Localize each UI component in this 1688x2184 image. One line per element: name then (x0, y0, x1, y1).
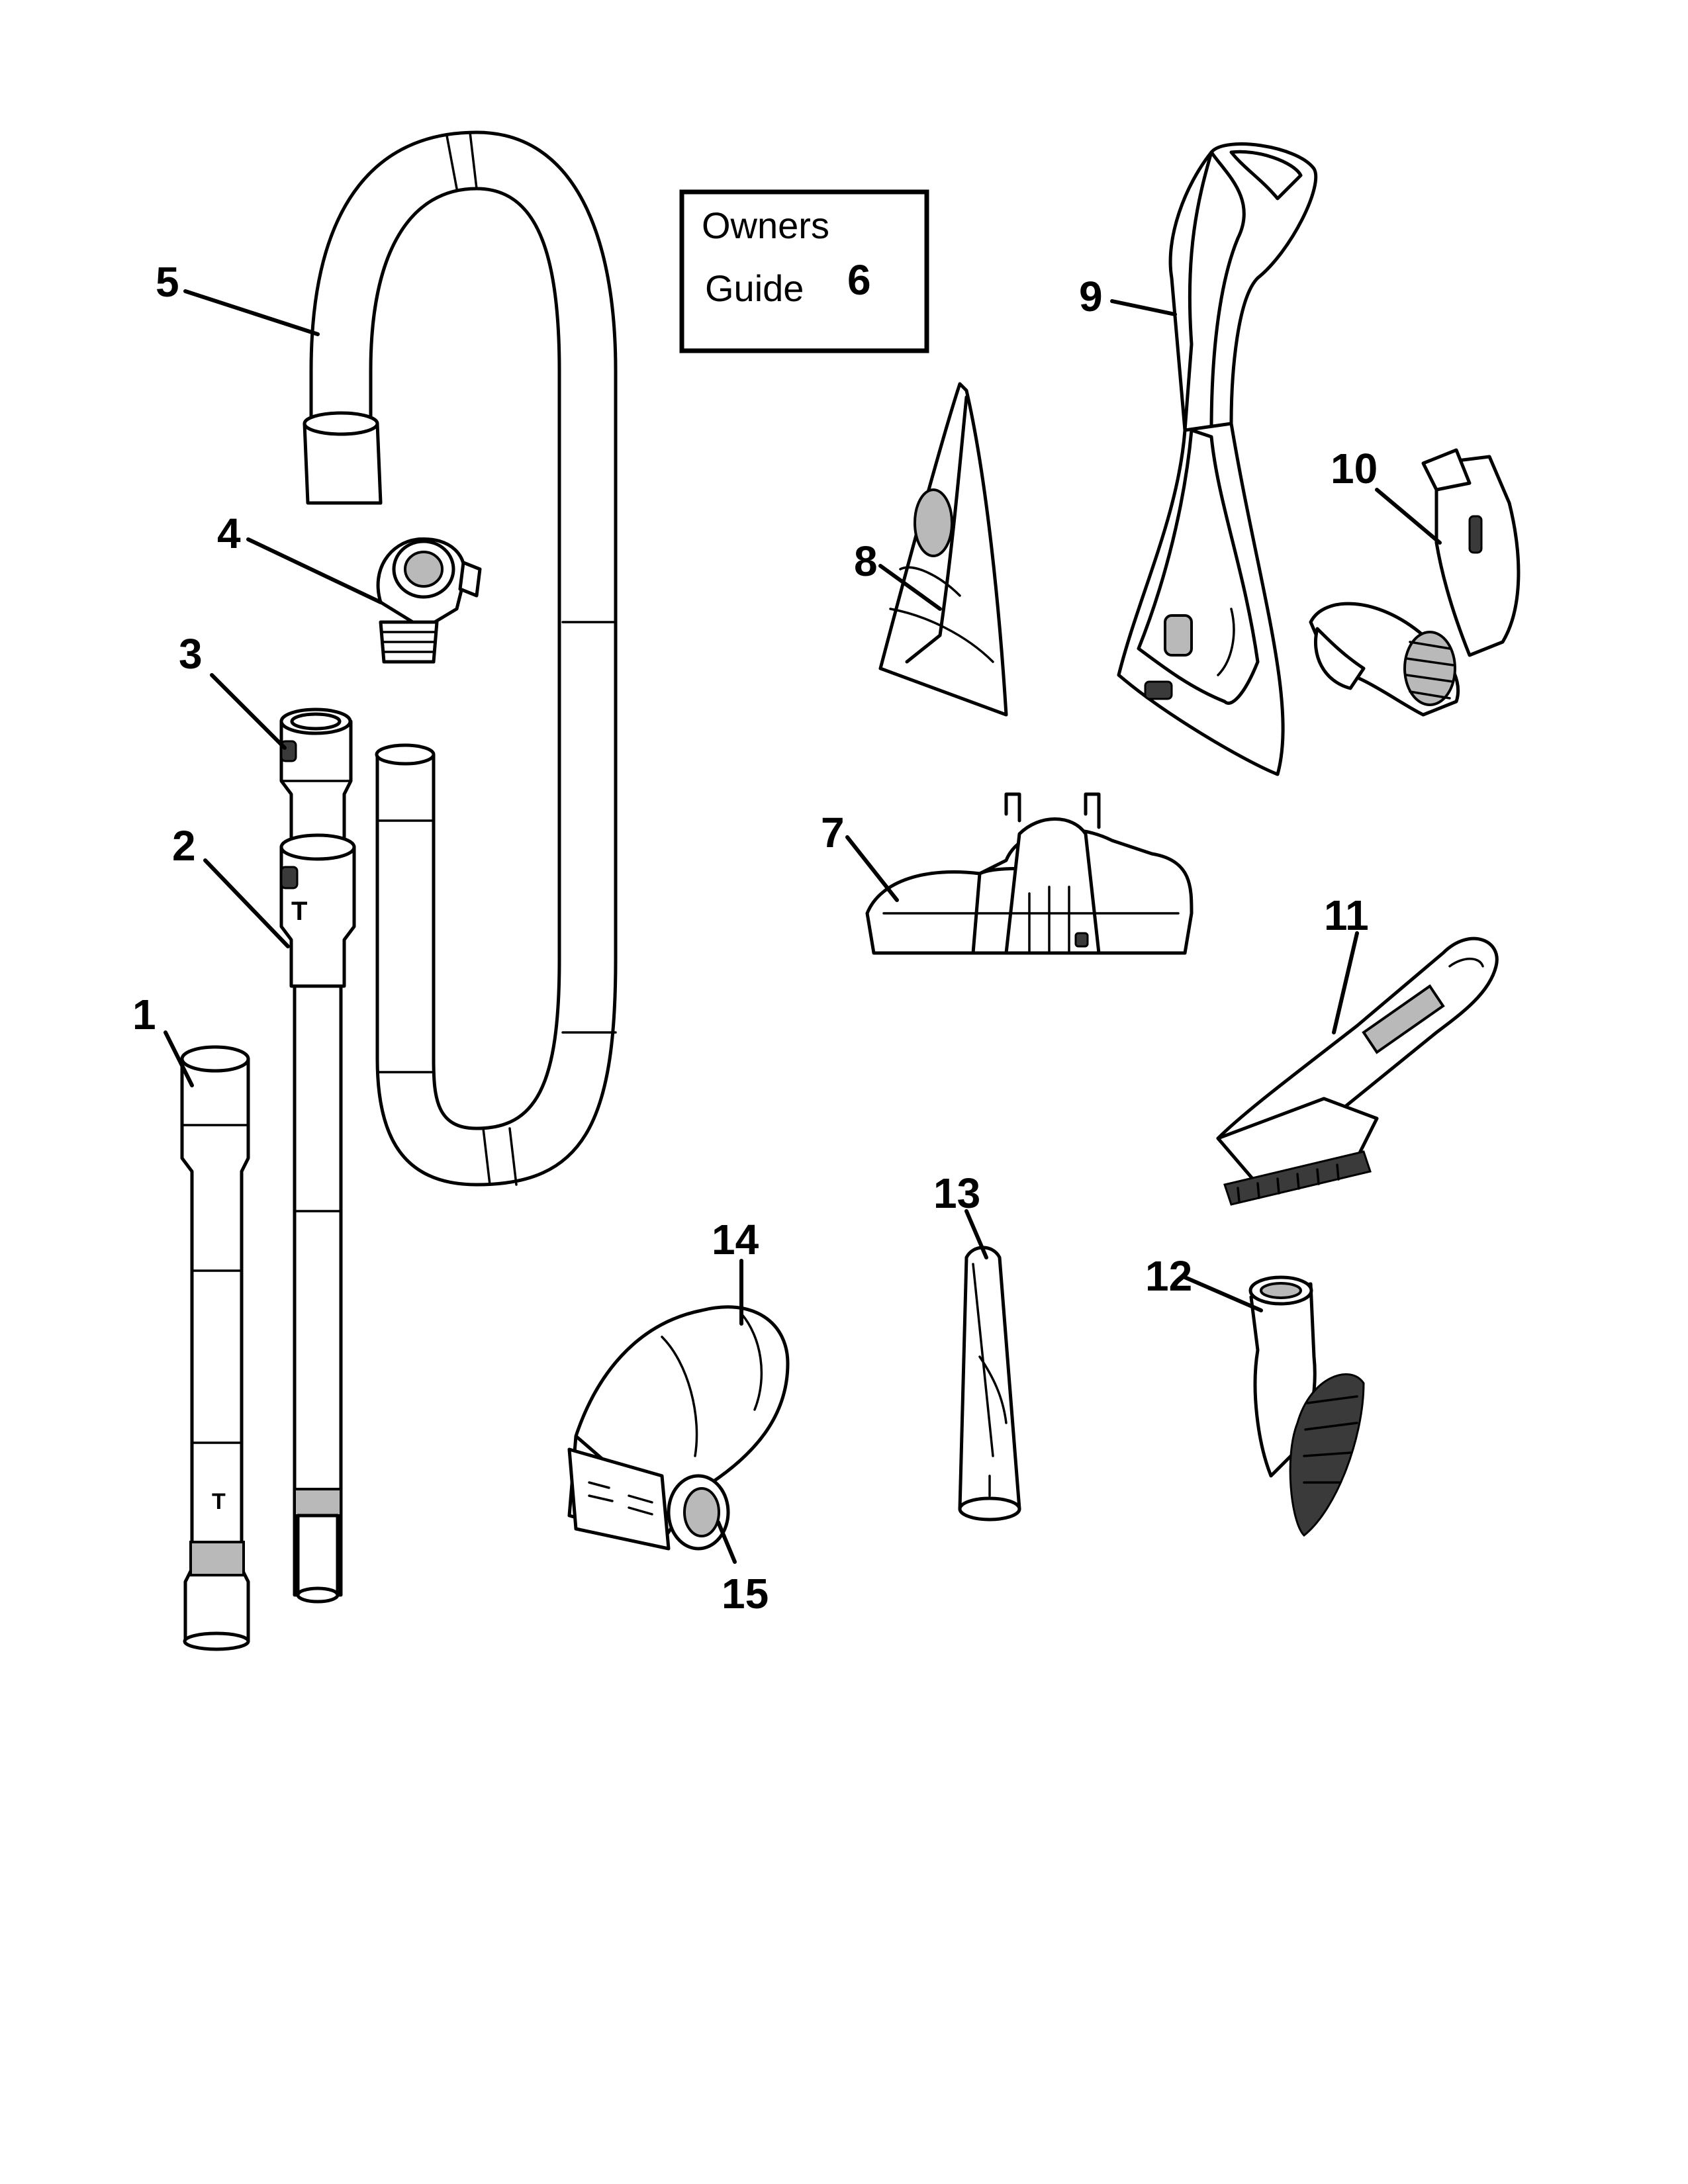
part-7-base (865, 792, 1194, 955)
callout-15: 15 (722, 1570, 769, 1617)
part-10-clip (1309, 448, 1521, 717)
part-1-wand: T (180, 1045, 250, 1651)
callout-1: 1 (132, 991, 156, 1038)
owners-guide-number: 6 (847, 256, 871, 304)
callout-13: 13 (933, 1169, 980, 1217)
leader-lines (164, 289, 1442, 1564)
svg-text:T: T (291, 897, 307, 926)
callout-14: 14 (712, 1216, 759, 1263)
part-11-brush (1216, 936, 1499, 1206)
callout-10: 10 (1331, 445, 1378, 492)
callout-4: 4 (217, 510, 241, 557)
part-13-crevice-tool (958, 1246, 1021, 1522)
callout-5: 5 (156, 258, 179, 306)
part-5-hose (303, 130, 618, 1187)
callout-2: 2 (172, 822, 196, 870)
part-3-adapter (279, 707, 353, 849)
callout-7: 7 (821, 809, 845, 856)
part-2-wand: T (279, 833, 356, 1604)
part-12-dusting-brush (1248, 1275, 1365, 1537)
callout-3: 3 (179, 630, 203, 678)
owners-guide-line2: Guide (705, 267, 804, 309)
part-4-swivel (376, 537, 482, 664)
part-15-turbo-cap (667, 1474, 730, 1551)
callout-8: 8 (854, 537, 878, 585)
part-9-tool-handle (1117, 142, 1318, 776)
part-14-turbo-tool (567, 1305, 790, 1551)
callout-11: 11 (1324, 891, 1369, 939)
callout-numbers: 5 4 3 2 1 8 9 10 7 11 13 14 15 12 (132, 258, 1378, 1617)
svg-text:T: T (212, 1489, 226, 1514)
part-8-triangle-tool (878, 382, 1008, 717)
owners-guide-box: Owners Guide 6 (679, 189, 929, 353)
callout-12: 12 (1145, 1252, 1192, 1300)
callout-9: 9 (1079, 273, 1103, 320)
owners-guide-line1: Owners (702, 205, 829, 246)
